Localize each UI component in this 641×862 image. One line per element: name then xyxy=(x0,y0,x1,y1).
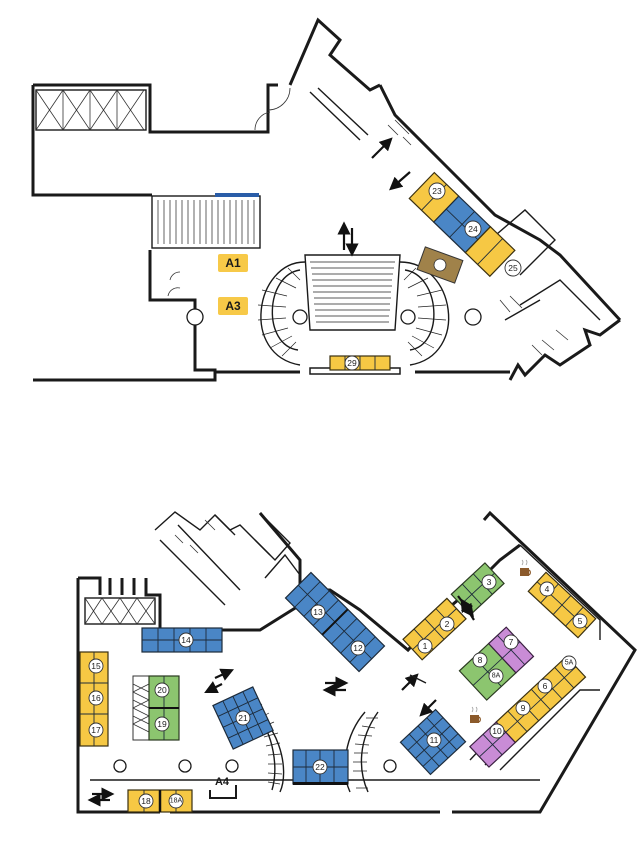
booth-23-label: 23 xyxy=(432,186,442,196)
booth-20[interactable]: 20 xyxy=(154,682,170,698)
booth-9[interactable]: 9 xyxy=(515,700,531,716)
booth-1-label: 1 xyxy=(423,641,428,651)
booth-5-label: 5 xyxy=(578,616,583,626)
booth-18a[interactable]: 18A xyxy=(168,793,184,809)
booth-18a-label: 18A xyxy=(170,798,183,805)
booth-29-label: 29 xyxy=(347,358,357,368)
column-icon xyxy=(186,308,204,326)
booth-13-label: 13 xyxy=(313,607,323,617)
booth-24-label: 24 xyxy=(468,224,478,234)
booth-14[interactable]: 14 xyxy=(141,627,223,653)
booth-25[interactable]: 25 xyxy=(504,259,522,277)
booth-16-label: 16 xyxy=(91,693,101,703)
lounge-table xyxy=(416,246,464,284)
booth-10-label: 10 xyxy=(492,726,502,736)
booth-9-label: 9 xyxy=(521,703,526,713)
booth-8a[interactable]: 8A xyxy=(488,668,504,684)
booth-24[interactable]: 24 xyxy=(464,220,482,238)
column-icon xyxy=(225,759,239,773)
booth-16[interactable]: 16 xyxy=(88,690,104,706)
column-icon xyxy=(113,759,127,773)
booth-13[interactable]: 13 xyxy=(310,604,326,620)
booth-22[interactable]: 22 xyxy=(292,749,349,785)
booth-19[interactable]: 19 xyxy=(154,716,170,732)
booth-5a[interactable]: 5A xyxy=(561,655,577,671)
booth-2[interactable]: 2 xyxy=(439,616,455,632)
column-icon xyxy=(400,309,416,325)
booth-21[interactable]: 21 xyxy=(212,686,274,750)
booth-22-label: 22 xyxy=(315,762,325,772)
booth-7-label: 7 xyxy=(509,637,514,647)
direction-arrow-icon xyxy=(87,595,475,807)
booth-8a-label: 8A xyxy=(492,673,501,680)
storage-units-upper xyxy=(35,89,147,131)
column-icon xyxy=(292,309,308,325)
booth-1[interactable]: 1 xyxy=(417,638,433,654)
booth-17[interactable]: 17 xyxy=(88,722,104,738)
booth-7[interactable]: 7 xyxy=(503,634,519,650)
booth-group-12-13 xyxy=(284,571,386,673)
svg-text:A1: A1 xyxy=(225,256,241,270)
booth-2-label: 2 xyxy=(445,619,450,629)
coffee-cup-icon xyxy=(470,706,481,723)
central-staircase-icon xyxy=(257,254,450,366)
booth-15-label: 15 xyxy=(91,661,101,671)
area-label-a1: A1 xyxy=(218,254,248,272)
booth-8-label: 8 xyxy=(478,655,483,665)
direction-arrow-icon xyxy=(337,137,411,257)
booth-12[interactable]: 12 xyxy=(350,640,366,656)
booth-18-label: 18 xyxy=(141,796,151,806)
booth-4-label: 4 xyxy=(545,584,550,594)
booth-23[interactable]: 23 xyxy=(428,182,446,200)
booth-10[interactable]: 10 xyxy=(489,723,505,739)
booth-25-label: 25 xyxy=(508,263,518,273)
booth-11[interactable]: 11 xyxy=(399,708,467,776)
booth-8[interactable]: 8 xyxy=(472,652,488,668)
booth-6-label: 6 xyxy=(543,681,548,691)
booth-group-7-8a xyxy=(458,626,535,701)
booth-5[interactable]: 5 xyxy=(572,613,588,629)
area-label-a3: A3 xyxy=(218,297,248,315)
booth-29[interactable]: 29 xyxy=(329,355,391,371)
booth-15[interactable]: 15 xyxy=(88,658,104,674)
booth-6[interactable]: 6 xyxy=(537,678,553,694)
booth-5a-label: 5A xyxy=(565,660,574,667)
lower-floor-plan: 14 15 16 17 20 xyxy=(76,510,637,814)
booth-17-label: 17 xyxy=(91,725,101,735)
storage-units-lower xyxy=(84,597,156,625)
upper-floor-plan: 23 24 25 29 A1 A3 xyxy=(31,17,622,382)
column-icon xyxy=(178,759,192,773)
area-label-a4: A4 xyxy=(209,776,237,799)
svg-text:A4: A4 xyxy=(215,776,230,788)
column-icon xyxy=(464,308,482,326)
booth-3-label: 3 xyxy=(487,577,492,587)
booth-4[interactable]: 4 xyxy=(539,581,555,597)
column-icon xyxy=(383,759,397,773)
booth-19-label: 19 xyxy=(157,719,167,729)
booth-18[interactable]: 18 xyxy=(138,793,154,809)
booth-14-label: 14 xyxy=(181,635,191,645)
booth-3[interactable]: 3 xyxy=(481,574,497,590)
coffee-cup-icon xyxy=(520,559,531,576)
booth-11-label: 11 xyxy=(430,735,439,745)
booth-21-label: 21 xyxy=(238,713,248,723)
staircase-icon xyxy=(151,193,261,249)
booth-12-label: 12 xyxy=(353,643,363,653)
svg-text:A3: A3 xyxy=(225,299,241,313)
booth-20-label: 20 xyxy=(157,685,167,695)
